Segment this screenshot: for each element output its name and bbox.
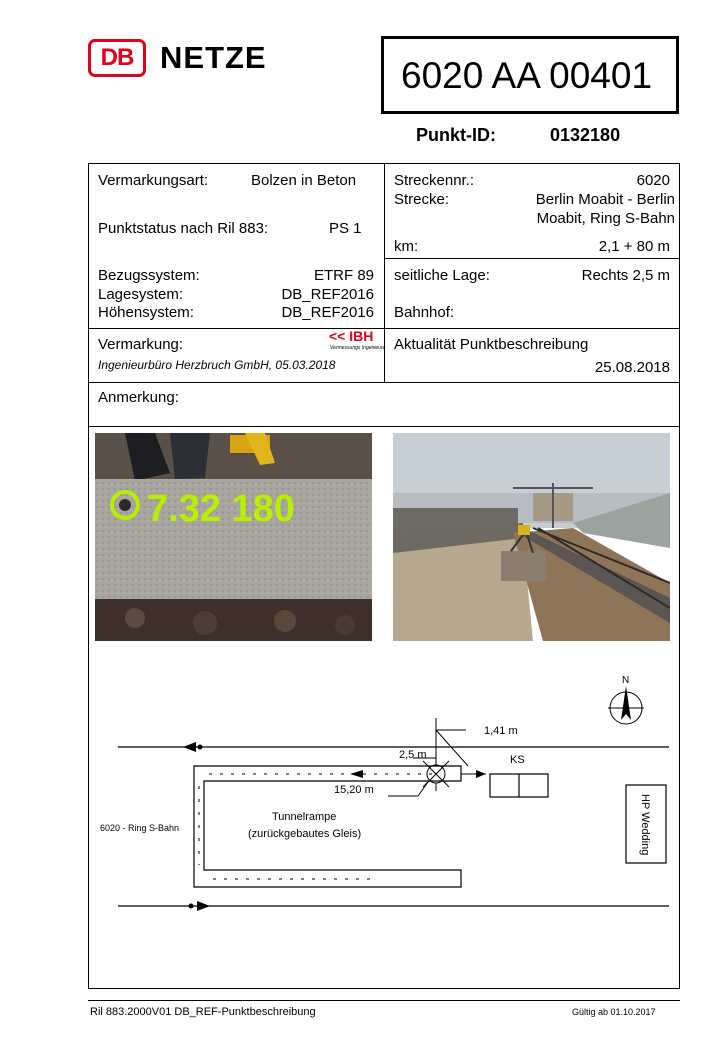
ibh-logo-text: << IBH: [329, 328, 374, 344]
seitliche-lage-label: seitliche Lage:: [394, 267, 490, 284]
dim-25-label: 2,5 m: [399, 749, 427, 761]
site-photo: [393, 433, 670, 641]
row-divider-right: [384, 258, 680, 259]
row-divider: [89, 328, 680, 329]
strecke-value-line2: Moabit, Ring S-Bahn: [536, 210, 675, 227]
row-divider: [89, 426, 680, 427]
column-divider: [384, 164, 385, 382]
streckennr-label: Streckennr.:: [394, 172, 475, 189]
seitliche-lage-value: Rechts 2,5 m: [581, 267, 670, 284]
description-frame: Vermarkungsart: Bolzen in Beton Punktsta…: [88, 163, 680, 989]
bolt-photo: 7.32 180: [95, 433, 372, 641]
dim-1520-label: 15,20 m: [334, 784, 374, 796]
strecke-label: Strecke:: [394, 191, 450, 208]
punktstatus-label: Punktstatus nach Ril 883:: [98, 220, 269, 237]
ks-label: KS: [510, 754, 525, 766]
aktualitaet-label: Aktualität Punktbeschreibung: [394, 336, 589, 353]
punkt-id-value: 0132180: [550, 125, 621, 145]
footer-rule: [88, 1000, 680, 1001]
db-logo: DB: [88, 39, 146, 77]
vermarkungsart-label: Vermarkungsart:: [98, 172, 209, 189]
tunnel-label-line1: Tunnelrampe: [272, 811, 336, 823]
km-value: 2,1 + 80 m: [598, 238, 670, 255]
lagesystem-label: Lagesystem:: [98, 286, 184, 303]
bezugssystem-value: ETRF 89: [313, 267, 374, 284]
brand-name: NETZE: [160, 40, 267, 75]
hoehensystem-label: Höhensystem:: [98, 304, 194, 321]
anmerkung-label: Anmerkung:: [98, 389, 179, 406]
row-divider: [89, 382, 680, 383]
km-label: km:: [394, 238, 419, 255]
aktualitaet-value: 25.08.2018: [594, 359, 670, 376]
document-id-box: 6020 AA 00401: [381, 36, 679, 114]
ibh-logo-subtitle: Vermessungs Ingenieure: [330, 345, 386, 351]
hoehensystem-value: DB_REF2016: [281, 304, 374, 321]
db-logo-text: DB: [100, 44, 135, 71]
bahnhof-label: Bahnhof:: [394, 304, 455, 321]
north-arrow-icon: [608, 686, 644, 725]
vermarkung-value: Ingenieurbüro Herzbruch GmbH, 05.03.2018: [98, 358, 336, 372]
bolt-photo-image: 7.32 180: [95, 433, 372, 641]
strecke-value-line1: Berlin Moabit - Berlin: [535, 191, 675, 208]
north-label: N: [622, 675, 629, 686]
lagesystem-value: DB_REF2016: [281, 286, 374, 303]
bolt-marking-text: 7.32 180: [147, 488, 295, 530]
dim-141-label: 1,41 m: [484, 725, 518, 737]
tunnel-label-line2: (zurückgebautes Gleis): [248, 828, 361, 840]
punkt-id-label: Punkt-ID:: [416, 125, 496, 145]
document-id: 6020 AA 00401: [401, 55, 653, 96]
ibh-logo: << IBH: [329, 328, 373, 344]
location-sketch: N 1,41 m 2,5 m 15,20 m KS Tunnelrampe (z…: [100, 675, 669, 911]
vermarkung-label: Vermarkung:: [98, 336, 184, 353]
site-photo-image: [393, 433, 670, 641]
footer-right: Gültig ab 01.10.2017: [572, 1007, 656, 1017]
hp-wedding-label: HP Wedding: [639, 794, 651, 855]
vermarkungsart-value: Bolzen in Beton: [251, 172, 357, 189]
footer-left: Ril 883.2000V01 DB_REF-Punktbeschreibung: [90, 1006, 316, 1018]
ring-s-bahn-label: 6020 - Ring S-Bahn: [100, 823, 179, 833]
streckennr-value: 6020: [636, 172, 670, 189]
punktstatus-value: PS 1: [329, 220, 362, 237]
bezugssystem-label: Bezugssystem:: [98, 267, 200, 284]
